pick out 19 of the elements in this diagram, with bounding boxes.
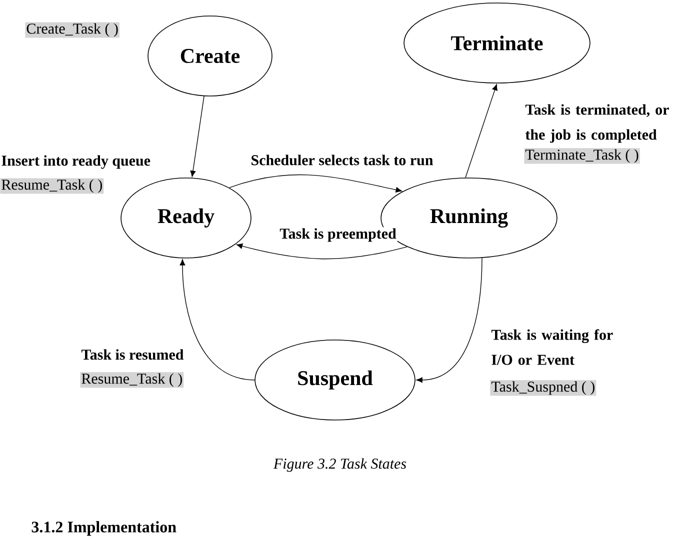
arrow	[190, 96, 204, 177]
arrow	[228, 174, 402, 192]
annotation-text: Task is waiting for I/O or Event	[491, 329, 613, 365]
edge-label: Task is preempted	[278, 227, 398, 243]
arrow	[416, 258, 482, 383]
section-heading: 3.1.2 Implementation	[32, 521, 176, 536]
function-label: Task_Suspned ( )	[490, 380, 596, 396]
function-label: Resume_Task ( )	[0, 178, 104, 194]
function-label: Create_Task ( )	[25, 22, 120, 38]
arrow	[180, 259, 255, 380]
annotation-text: Task is terminated, or the job is completed	[525, 104, 669, 143]
figure-caption: Figure 3.2 Task States	[273, 458, 406, 472]
function-label: Terminate_Task ( )	[524, 148, 640, 164]
edge-label: Scheduler selects task to run	[250, 154, 434, 166]
arrow	[236, 243, 408, 260]
annotation-text: Insert into ready queue	[2, 155, 150, 169]
annotation-text: Task is resumed	[81, 349, 184, 360]
function-label: Resume_Task ( )	[80, 372, 184, 388]
arrow	[465, 84, 498, 178]
